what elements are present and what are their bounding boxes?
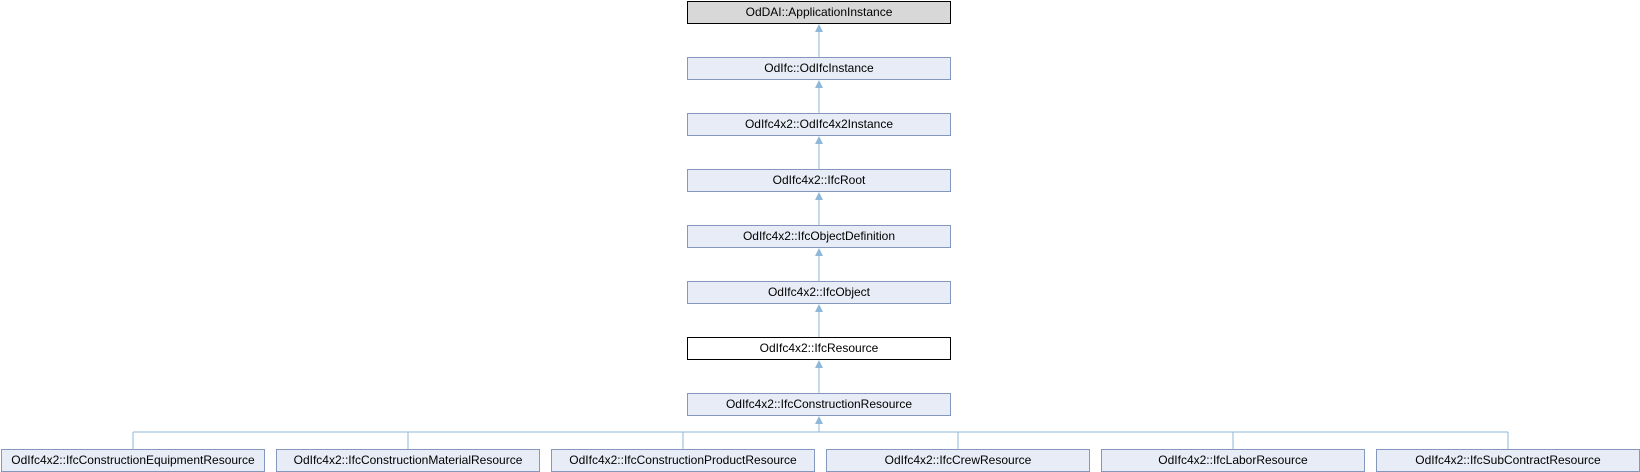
node-ifcconstructionproductresource[interactable]: OdIfc4x2::IfcConstructionProductResource [551,449,815,472]
node-ifcsubcontractresource[interactable]: OdIfc4x2::IfcSubContractResource [1376,449,1640,472]
node-ifcroot[interactable]: OdIfc4x2::IfcRoot [687,169,951,192]
node-ifcconstructionmaterialresource[interactable]: OdIfc4x2::IfcConstructionMaterialResourc… [276,449,540,472]
node-ifcobjectdefinition[interactable]: OdIfc4x2::IfcObjectDefinition [687,225,951,248]
node-ifcconstructionresource[interactable]: OdIfc4x2::IfcConstructionResource [687,393,951,416]
inheritance-arrow-construction [815,360,823,368]
node-ifcconstructionequipmentresource[interactable]: OdIfc4x2::IfcConstructionEquipmentResour… [1,449,265,472]
node-ifclaborresource[interactable]: OdIfc4x2::IfcLaborResource [1101,449,1365,472]
inheritance-arrow-construction [815,416,823,424]
node-odifc4x2-odifc4x2instance[interactable]: OdIfc4x2::OdIfc4x2Instance [687,113,951,136]
node-ifccrewresource[interactable]: OdIfc4x2::IfcCrewResource [826,449,1090,472]
inheritance-arrow-obj [815,248,823,256]
inheritance-arrow-objdef [815,192,823,200]
inheritance-arrow-ifcinst [815,24,823,32]
node-ifcresource-current: OdIfc4x2::IfcResource [687,337,951,360]
inheritance-arrow-resource [815,304,823,312]
node-oddai-applicationinstance[interactable]: OdDAI::ApplicationInstance [687,1,951,24]
inheritance-arrow-root [815,136,823,144]
node-ifcobject[interactable]: OdIfc4x2::IfcObject [687,281,951,304]
node-odifc-odifcinstance[interactable]: OdIfc::OdIfcInstance [687,57,951,80]
inheritance-arrow-ifc4x2inst [815,80,823,88]
